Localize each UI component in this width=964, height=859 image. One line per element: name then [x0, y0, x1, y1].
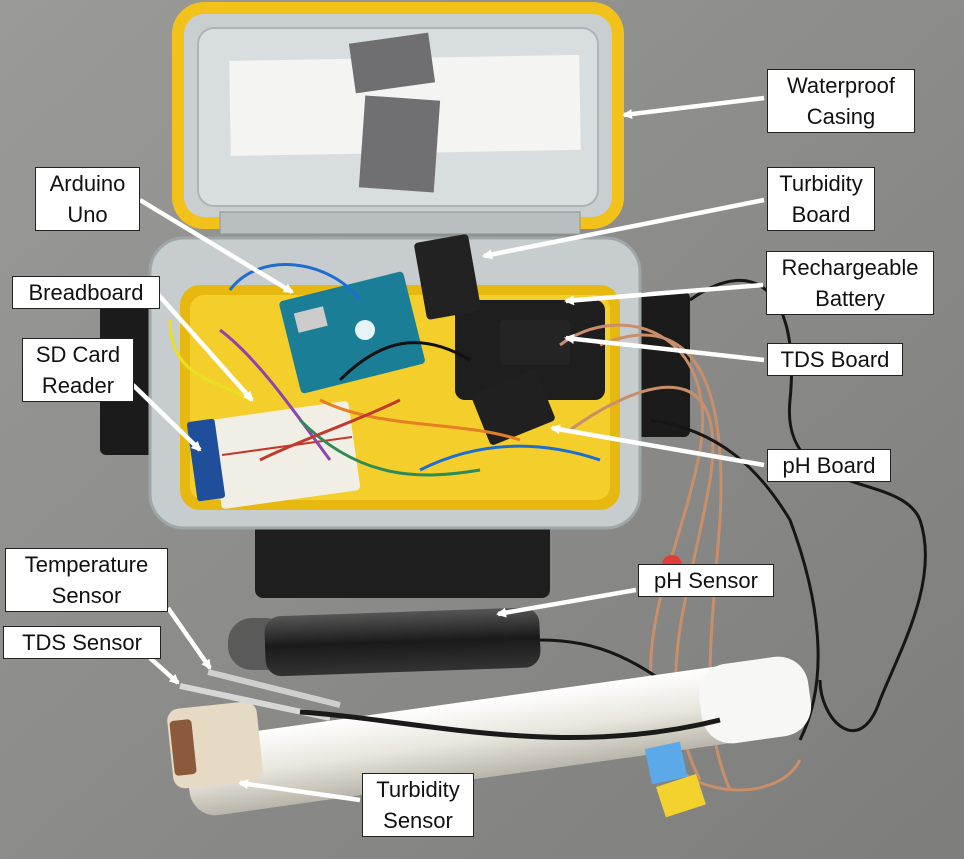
label-line: pH Sensor: [654, 568, 758, 593]
arrow-turbidity-board: [482, 197, 765, 260]
label-line: Turbidity: [779, 171, 863, 196]
label-turbidity-sensor: Turbidity Sensor: [362, 773, 474, 837]
label-line: Breadboard: [28, 280, 144, 305]
jumper-wires: [168, 263, 601, 477]
label-line: pH Board: [782, 453, 876, 478]
label-tds-sensor: TDS Sensor: [3, 626, 161, 659]
label-breadboard: Breadboard: [12, 276, 160, 309]
ph-probe: [228, 607, 541, 677]
arrow-tds-board: [564, 333, 765, 363]
label-line: Sensor: [383, 808, 453, 833]
label-line: Temperature: [24, 552, 149, 577]
case-hinge: [255, 520, 550, 598]
label-line: Board: [791, 202, 851, 227]
label-line: Arduino: [49, 171, 126, 196]
arrow-ph-sensor: [496, 587, 637, 618]
label-rechargeable-battery: Rechargeable Battery: [766, 251, 934, 315]
temperature-and-tds-probes: [179, 669, 721, 740]
arrow-turbidity-sensor: [238, 779, 361, 803]
pvc-pipe: [167, 656, 812, 816]
case-lid: [172, 2, 624, 235]
tape-strip: [348, 32, 436, 94]
arrow-rechargeable-battery: [564, 282, 764, 306]
arrow-sd-card-reader: [131, 383, 202, 452]
arduino-uno-board: [279, 271, 425, 394]
ph-module: [471, 370, 555, 445]
label-waterproof-casing: Waterproof Casing: [767, 69, 915, 133]
label-line: Rechargeable: [781, 255, 919, 280]
label-line: Uno: [67, 202, 108, 227]
label-line: Battery: [815, 286, 885, 311]
label-arduino-uno: Arduino Uno: [35, 167, 140, 231]
arrow-tds-sensor: [148, 656, 180, 685]
label-sd-card-reader: SD Card Reader: [22, 338, 134, 402]
blue-tag: [644, 741, 688, 785]
label-line: Sensor: [51, 583, 122, 608]
arrow-breadboard: [154, 290, 254, 402]
arrow-arduino-uno: [138, 198, 294, 294]
label-line: SD Card: [35, 342, 121, 367]
label-tds-board: TDS Board: [767, 343, 903, 376]
arrow-waterproof-casing: [622, 95, 765, 119]
yellow-tag: [656, 773, 706, 818]
sd-reader-module: [186, 418, 226, 502]
label-line: Casing: [806, 104, 876, 129]
breadboard-board: [209, 401, 361, 509]
label-line: Turbidity: [376, 777, 460, 802]
label-line: TDS Sensor: [22, 630, 142, 655]
label-line: TDS Board: [780, 347, 890, 372]
tds-module: [500, 320, 570, 365]
arrow-ph-board: [550, 424, 765, 468]
label-ph-sensor: pH Sensor: [638, 564, 774, 597]
callout-arrows: [131, 95, 765, 803]
turbidity-module: [414, 234, 481, 320]
label-line: Waterproof: [786, 73, 895, 98]
tape-strip: [358, 95, 441, 193]
arrow-temperature-sensor: [166, 606, 212, 670]
label-turbidity-board: Turbidity Board: [767, 167, 875, 231]
label-ph-board: pH Board: [767, 449, 891, 482]
label-temperature-sensor: Temperature Sensor: [5, 548, 168, 612]
label-line: Reader: [41, 373, 115, 398]
